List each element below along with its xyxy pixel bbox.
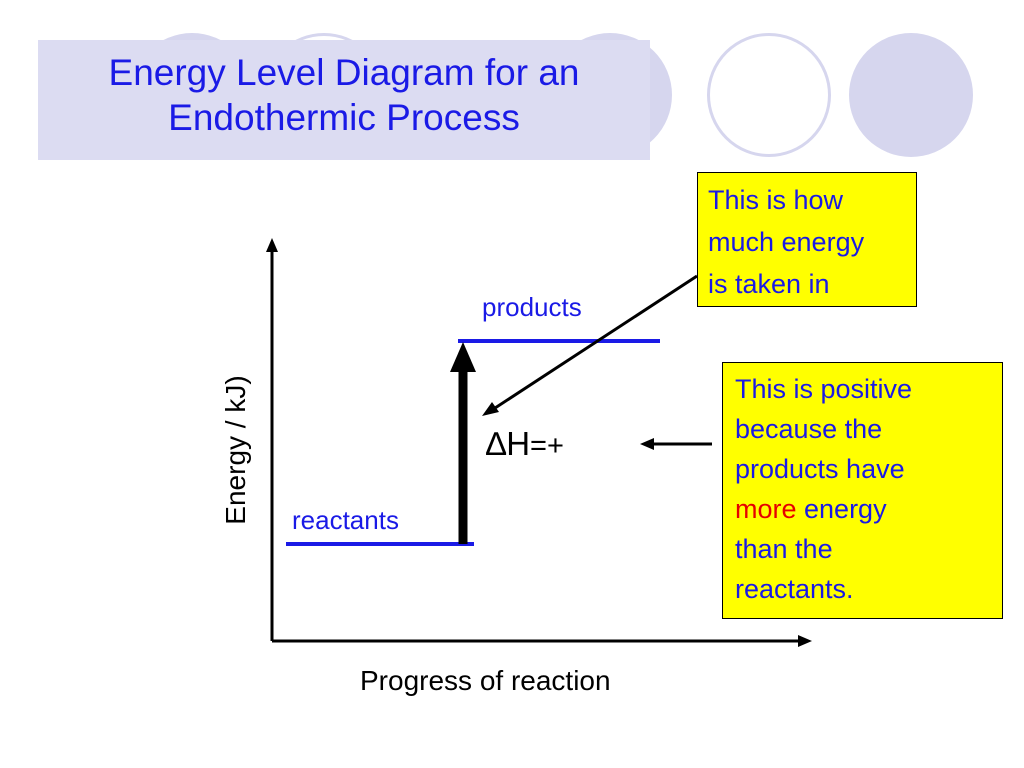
title-line-1: Energy Level Diagram for an [108,52,580,93]
slide-title: Energy Level Diagram for an Endothermic … [38,50,650,140]
note-pointer-line [491,274,698,412]
decorative-circle [707,33,831,157]
delta-h-label: ∆H=+ [486,425,564,463]
x-axis-arrowhead [798,635,812,647]
decorative-circle [849,33,973,157]
title-line-2: Endothermic Process [168,97,520,138]
note-line: This is how [708,185,844,215]
energy-taken-in-note: This is how much energy is taken in [697,172,917,307]
note-line: This is positive [735,374,913,404]
note-line: much energy [708,227,865,257]
delta-h-sign: =+ [530,430,564,462]
note-line: more energy [735,489,990,529]
x-axis-label: Progress of reaction [360,665,611,696]
delta-h-symbol: ∆H [486,425,531,462]
note-line: because the [735,414,883,444]
note-pointer-arrowhead [482,402,499,416]
note-line: is taken in [708,269,830,299]
products-label: products [482,292,582,322]
y-axis-arrowhead [266,238,278,252]
title-background [38,40,650,160]
explanation-pointer-arrowhead [640,438,654,450]
reactants-label: reactants [292,505,399,535]
y-axis-label: Energy / kJ) [220,375,251,525]
highlight-more: more [735,494,797,524]
note-line: than the [735,534,833,564]
note-line: products have [735,454,905,484]
note-line: reactants. [735,574,854,604]
positive-explanation-note: This is positive because the products ha… [722,362,1003,619]
note-line-rest: energy [796,494,887,524]
delta-h-arrow-head [450,342,476,372]
